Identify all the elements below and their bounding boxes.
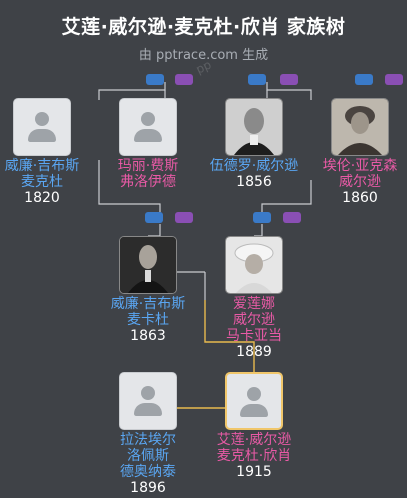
- person-card-p4[interactable]: 埃伦·亚克森 威尔逊 1860: [310, 98, 407, 206]
- portrait-photo: [226, 99, 282, 155]
- birth-year: 1856: [236, 174, 272, 190]
- person-name: 玛丽·费斯: [117, 158, 179, 174]
- birth-year: 1896: [130, 480, 166, 496]
- spouse-male-badge[interactable]: [248, 74, 266, 85]
- portrait-photo: [332, 99, 388, 155]
- birth-year: 1860: [342, 190, 378, 206]
- birth-year: 1863: [130, 328, 166, 344]
- person-name: 艾莲·威尔逊: [216, 432, 292, 448]
- person-card-p1[interactable]: 威廉·吉布斯 麦克杜 1820: [0, 98, 92, 206]
- person-name: 埃伦·亚克森: [322, 158, 398, 174]
- spouse-female-badge[interactable]: [385, 74, 403, 85]
- person-card-p7[interactable]: 拉法埃尔 洛佩斯 德奥纳泰 1896: [98, 372, 198, 496]
- person-name: 麦克杜: [21, 174, 63, 190]
- connector-line: [98, 82, 166, 100]
- connector-line: [98, 160, 161, 212]
- person-name: 马卡亚当: [226, 328, 282, 344]
- person-placeholder-icon: [35, 112, 49, 126]
- highlight-line: [204, 300, 255, 372]
- person-name: 弗洛伊德: [120, 174, 176, 190]
- person-card-p2[interactable]: 玛丽·费斯 弗洛伊德: [98, 98, 198, 190]
- spouse-female-badge[interactable]: [175, 74, 193, 85]
- avatar: [225, 372, 283, 430]
- person-name: 威廉·吉布斯: [4, 158, 80, 174]
- portrait-photo: [120, 237, 176, 293]
- avatar: [119, 98, 177, 156]
- person-name: 麦卡杜: [127, 312, 169, 328]
- person-placeholder-icon: [141, 386, 155, 400]
- birth-year: 1820: [24, 190, 60, 206]
- birth-year: 1915: [236, 464, 272, 480]
- person-name: 爱莲娜: [233, 296, 275, 312]
- person-card-p8[interactable]: 艾莲·威尔逊 麦克杜·欣肖 1915: [204, 372, 304, 480]
- person-name: 威尔逊: [339, 174, 381, 190]
- connector-line: [261, 180, 312, 212]
- portrait-photo: [226, 237, 282, 293]
- spouse-male-badge[interactable]: [253, 212, 271, 223]
- birth-year: 1889: [236, 344, 272, 360]
- connector-line: [266, 82, 312, 100]
- spouse-female-badge[interactable]: [175, 212, 193, 223]
- person-name: 麦克杜·欣肖: [216, 448, 292, 464]
- spouse-male-badge[interactable]: [355, 74, 373, 85]
- person-card-p3[interactable]: 伍德罗·威尔逊 1856: [204, 98, 304, 190]
- connector-line: [254, 224, 263, 237]
- person-name: 威廉·吉布斯: [110, 296, 186, 312]
- avatar: [119, 372, 177, 430]
- spouse-female-badge[interactable]: [283, 212, 301, 223]
- avatar: [225, 98, 283, 156]
- person-placeholder-icon: [247, 387, 261, 401]
- page-title: 艾莲·威尔逊·麦克杜·欣肖 家族树: [61, 16, 346, 38]
- spouse-male-badge[interactable]: [146, 74, 164, 85]
- page-subtitle: 由 pptrace.com 生成: [138, 48, 269, 63]
- avatar: [225, 236, 283, 294]
- avatar: [119, 236, 177, 294]
- person-placeholder-icon: [141, 112, 155, 126]
- connector-line: [148, 224, 161, 237]
- spouse-female-badge[interactable]: [280, 74, 298, 85]
- avatar: [13, 98, 71, 156]
- spouse-male-badge[interactable]: [145, 212, 163, 223]
- avatar: [331, 98, 389, 156]
- person-card-p6[interactable]: 爱莲娜 威尔逊 马卡亚当 1889: [204, 236, 304, 360]
- person-name: 洛佩斯: [127, 448, 169, 464]
- person-name: 德奥纳泰: [120, 464, 176, 480]
- person-name: 拉法埃尔: [120, 432, 176, 448]
- person-name: 威尔逊: [233, 312, 275, 328]
- person-card-p5[interactable]: 威廉·吉布斯 麦卡杜 1863: [98, 236, 198, 344]
- person-name: 伍德罗·威尔逊: [209, 158, 299, 174]
